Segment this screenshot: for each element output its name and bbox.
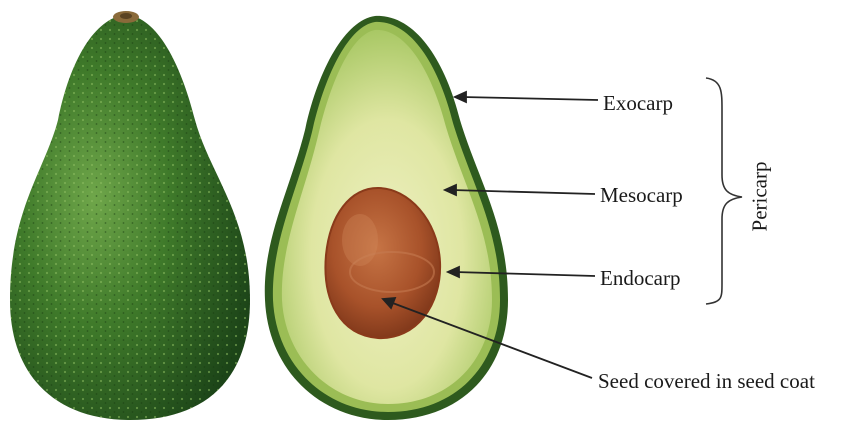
seed-highlight <box>342 214 378 266</box>
exocarp-label: Exocarp <box>603 93 673 114</box>
seed-label: Seed covered in seed coat <box>598 371 815 392</box>
whole-avocado <box>10 11 250 420</box>
endocarp-label: Endocarp <box>600 268 680 289</box>
exocarp-arrowhead <box>455 92 466 102</box>
pericarp-brace <box>706 78 742 304</box>
halved-avocado <box>265 16 508 420</box>
exocarp-leader <box>462 97 598 100</box>
whole-avocado-texture <box>10 15 250 420</box>
avocado-stem-center <box>120 13 132 19</box>
mesocarp-label: Mesocarp <box>600 185 683 206</box>
pericarp-label: Pericarp <box>750 152 771 242</box>
